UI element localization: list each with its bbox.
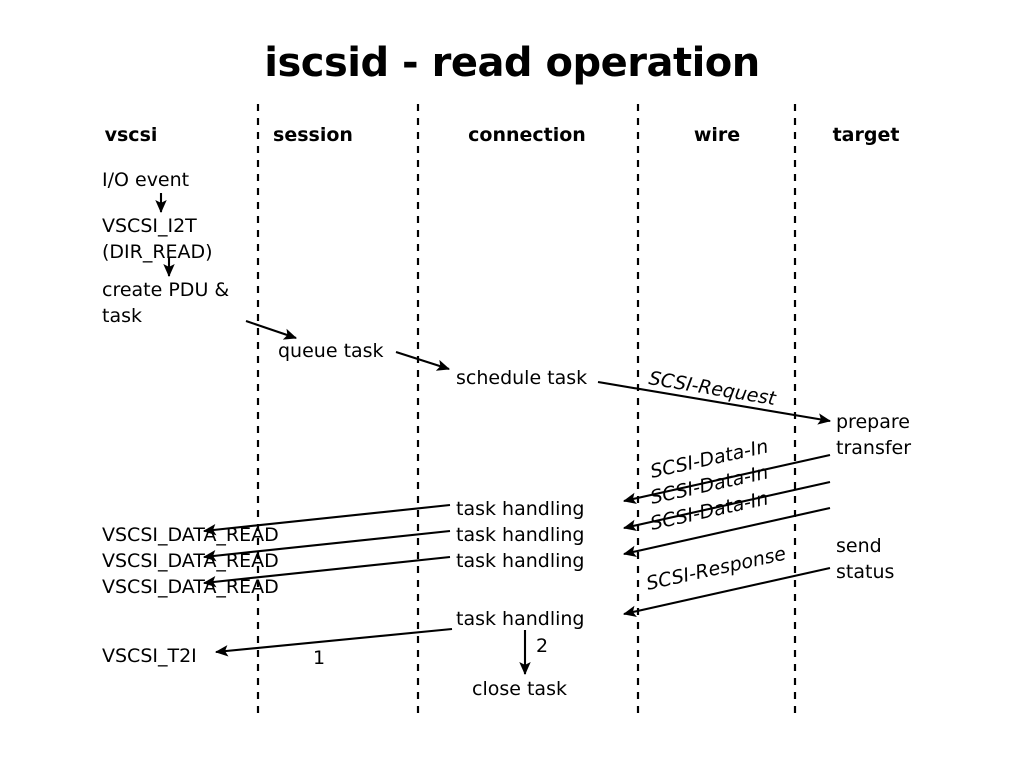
vscsi-data-read-1: VSCSI_DATA_READ [102, 524, 279, 546]
create-pdu-task: create PDU & task [102, 279, 229, 327]
vscsi-data-read-1-line-1: VSCSI_DATA_READ [102, 524, 279, 546]
arrow-scsi-request [597, 380, 832, 425]
queue-task: queue task [278, 340, 384, 362]
io-event: I/O event [102, 169, 189, 191]
arrow-data-in-3 [622, 506, 831, 557]
task-handling-3: task handling [456, 550, 584, 572]
arrow-scsi-response [622, 566, 831, 617]
queue-task-line-1: queue task [278, 340, 384, 362]
task-handling-1: task handling [456, 498, 584, 520]
task-handling-4-line-1: task handling [456, 608, 584, 630]
create-pdu-task-line-1: create PDU & [102, 279, 229, 301]
vscsi-t2i: VSCSI_T2I [102, 645, 197, 667]
send-status-line-2: status [836, 561, 894, 583]
send-status-line-1: send [836, 535, 882, 557]
schedule-task: schedule task [456, 367, 587, 389]
arrow-queue-to-schedule [395, 351, 450, 371]
task-handling-2: task handling [456, 524, 584, 546]
task-handling-3-line-1: task handling [456, 550, 584, 572]
message-label-scsi-response: SCSI-Response [644, 543, 788, 595]
schedule-task-line-1: schedule task [456, 367, 587, 389]
arrow-data-in-2 [622, 480, 831, 531]
arrow-handling-1 [202, 503, 451, 536]
lane-header-session: session [273, 124, 353, 146]
prepare-transfer-line-2: transfer [836, 437, 911, 459]
lane-headers: vscsi session connection wire target [105, 124, 900, 146]
create-pdu-task-line-2: task [102, 305, 142, 327]
vscsi-i2t: VSCSI_I2T (DIR_READ) [102, 215, 213, 263]
vscsi-t2i-line-1: VSCSI_T2I [102, 645, 197, 667]
lane-header-connection: connection [468, 124, 586, 146]
arrow-pdu-to-queue [245, 320, 297, 340]
lane-header-wire: wire [694, 124, 740, 146]
arrow-data-in-1 [622, 453, 831, 504]
close-task: close task [472, 678, 567, 700]
io-event-line-1: I/O event [102, 169, 189, 191]
lane-header-target: target [833, 124, 900, 146]
message-label-scsi-request: SCSI-Request [647, 367, 779, 410]
step-number-2: 2 [536, 635, 548, 657]
vscsi-data-read-3-line-1: VSCSI_DATA_READ [102, 576, 279, 598]
vscsi-data-read-2: VSCSI_DATA_READ [102, 550, 279, 572]
send-status: send status [836, 535, 894, 583]
vscsi-i2t-line-2: (DIR_READ) [102, 241, 213, 263]
lifelines [256, 104, 797, 716]
step-numbers: 12 [313, 635, 548, 669]
page-title: iscsid - read operation [264, 40, 760, 86]
lane-header-vscsi: vscsi [105, 124, 158, 146]
vscsi-data-read-2-line-1: VSCSI_DATA_READ [102, 550, 279, 572]
step-number-1: 1 [313, 647, 325, 669]
prepare-transfer-line-1: prepare [836, 411, 910, 433]
prepare-transfer: prepare transfer [836, 411, 911, 459]
vscsi-data-read-3: VSCSI_DATA_READ [102, 576, 279, 598]
vscsi-i2t-line-1: VSCSI_I2T [102, 215, 197, 237]
task-handling-1-line-1: task handling [456, 498, 584, 520]
arrow-handling-3 [202, 555, 451, 588]
arrow-handling-2 [202, 529, 451, 562]
close-task-line-1: close task [472, 678, 567, 700]
task-handling-4: task handling [456, 608, 584, 630]
flow-arrows [155, 193, 832, 676]
arrow-handling-4-to-t2i [214, 627, 453, 657]
task-handling-2-line-1: task handling [456, 524, 584, 546]
